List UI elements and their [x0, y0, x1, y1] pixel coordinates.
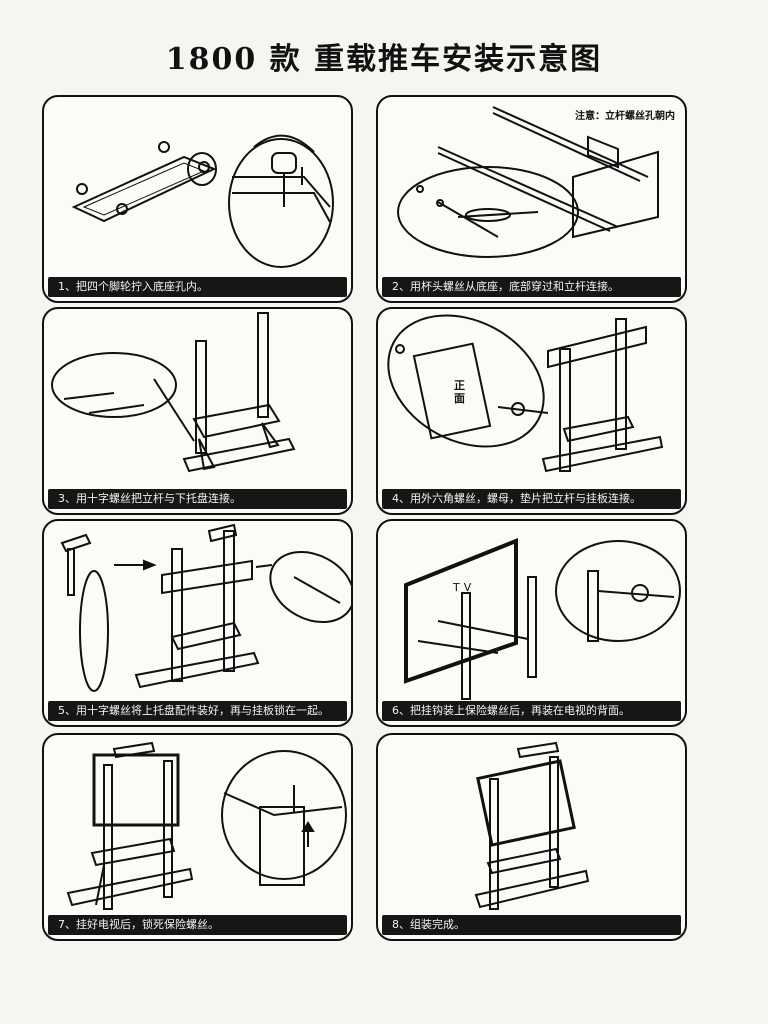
- step-8-panel: 8、组装完成。: [376, 733, 687, 941]
- front-label: 正面: [454, 379, 465, 405]
- step-4-illustration: [387, 314, 664, 473]
- step-3-caption: 3、用十字螺丝把立杆与下托盘连接。: [48, 489, 347, 509]
- step-6-illustration: [404, 538, 681, 700]
- step-3-illustration: [51, 312, 296, 473]
- step-5-panel: 5、用十字螺丝将上托盘配件装好，再与挂板锁在一起。: [42, 519, 353, 727]
- step-6-caption: 6、把挂钩装上保险螺丝后，再装在电视的背面。: [382, 701, 681, 721]
- step-1-illustration: [71, 134, 334, 268]
- step-2-note: 注意：立杆螺丝孔朝内: [575, 111, 675, 122]
- page-title: 1800 款 重载推车安装示意图: [165, 42, 603, 77]
- step-2-caption: 2、用杯头螺丝从底座，底部穿过和立杆连接。: [382, 277, 681, 297]
- step-6-panel: TV 6、把挂钩装上保险螺丝后，再装在电视的背面。: [376, 519, 687, 727]
- step-1-panel: 1、把四个脚轮拧入底座孔内。: [42, 95, 353, 303]
- step-8-caption: 8、组装完成。: [382, 915, 681, 935]
- tv-label: TV: [453, 581, 476, 594]
- step-7-caption: 7、挂好电视后，锁死保险螺丝。: [48, 915, 347, 935]
- step-1-caption: 1、把四个脚轮拧入底座孔内。: [48, 277, 347, 297]
- step-7-illustration: [66, 741, 347, 910]
- step-5-caption: 5、用十字螺丝将上托盘配件装好，再与挂板锁在一起。: [48, 701, 347, 721]
- step-4-caption: 4、用外六角螺丝，螺母，垫片把立杆与挂板连接。: [382, 489, 681, 509]
- step-8-illustration: [474, 741, 590, 910]
- step-2-illustration: [397, 106, 659, 258]
- step-7-panel: 7、挂好电视后，锁死保险螺丝。: [42, 733, 353, 941]
- step-5-illustration: [60, 523, 351, 692]
- step-3-panel: 3、用十字螺丝把立杆与下托盘连接。: [42, 307, 353, 515]
- step-2-panel: 注意：立杆螺丝孔朝内 2、用杯头螺丝从底座，底部穿过和立杆连接。: [376, 95, 687, 303]
- step-4-panel: 正面 4、用外六角螺丝，螺母，垫片把立杆与挂板连接。: [376, 307, 687, 515]
